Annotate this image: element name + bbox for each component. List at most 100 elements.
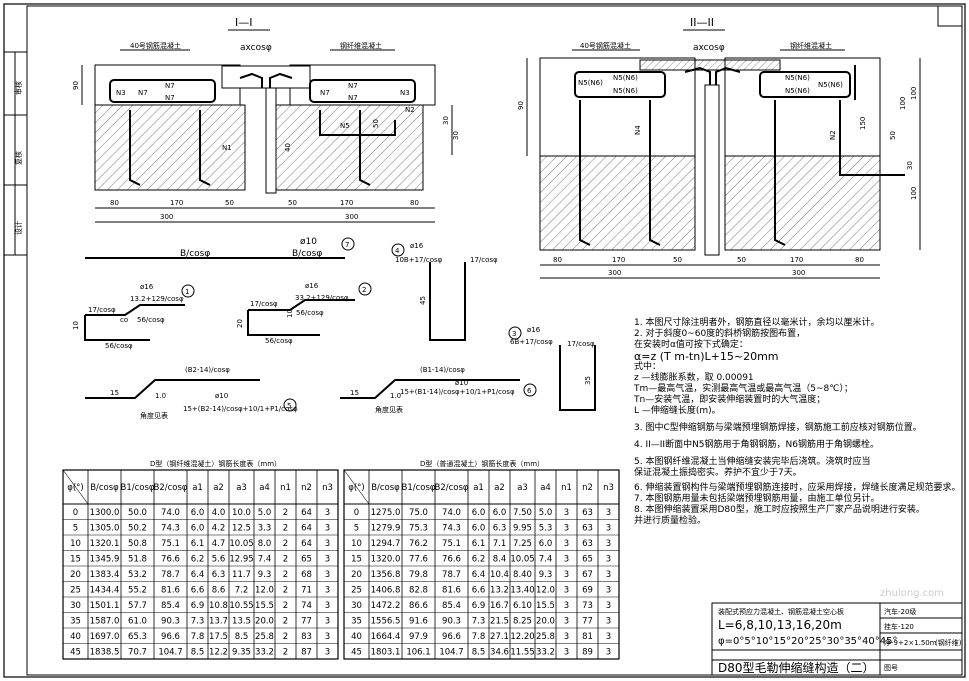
rebar-n1-dia: ø16 (140, 283, 154, 291)
table-cell: 13.2 (490, 585, 509, 595)
table-cell: 1345.9 (90, 554, 120, 564)
table-cell: 7.50 (513, 508, 532, 518)
rebar-label: N4 (634, 125, 642, 135)
table-cell: 3 (606, 523, 611, 533)
table-header-cell: a3 (517, 483, 528, 493)
table-cell: 81.6 (161, 585, 180, 595)
title-load2: 挂车-120 (884, 622, 914, 631)
table-cell: 8.25 (513, 616, 532, 626)
table-cell: 6.0 (472, 523, 486, 533)
table-cell: 1501.1 (90, 601, 120, 611)
table-header-cell: B2/cosφ (153, 483, 187, 493)
note-line: L —伸缩缝长度(m)。 (634, 406, 721, 416)
table-header-cell: B1/cosφ (120, 483, 154, 493)
table-cell: 74.0 (442, 508, 461, 518)
table-cell: 1556.5 (371, 616, 401, 626)
table-cell: 75.1 (161, 539, 180, 549)
table-cell: 75.3 (409, 523, 428, 533)
table-cell: 6.0 (472, 508, 486, 518)
table-cell: 6.9 (191, 601, 205, 611)
dim-label: 50 (372, 119, 380, 128)
table-cell: 1697.0 (90, 632, 120, 642)
table-cell: 6.9 (472, 601, 486, 611)
table-cell: 87 (301, 647, 312, 657)
rebar-n1-top: 13.2+129/cosφ (130, 295, 184, 303)
table-cell: 10.05 (510, 554, 534, 564)
table-cell: 2 (283, 539, 288, 549)
table-cell: 1803.1 (371, 647, 401, 657)
table-cell: 10.05 (229, 539, 253, 549)
table-cell: 12.95 (229, 554, 253, 564)
title-line1: 装配式预应力混凝土、钢筋混凝土空心板 (718, 607, 844, 616)
table-cell: 27.1 (490, 632, 509, 642)
table-right: φ(°)051015202530354045B/cosφ1275.01279.9… (343, 469, 620, 660)
table-cell: 13.5 (232, 616, 251, 626)
table-cell: 10 (70, 539, 81, 549)
table-cell: 7.8 (191, 632, 205, 642)
table-cell: 15.5 (255, 601, 274, 611)
table-cell: 1294.7 (371, 539, 401, 549)
table-cell: 78.7 (161, 570, 180, 580)
note-line: 在安装时α值可按下式确定： (634, 340, 748, 350)
table-cell: 1279.9 (371, 523, 401, 533)
rebar-label: N7 (348, 94, 358, 102)
table-cell: 3 (606, 554, 611, 564)
table-cell: 3 (325, 539, 330, 549)
rebar-n1-bot: 56/cosφ (105, 342, 133, 350)
table-cell: 74.0 (161, 508, 180, 518)
table-cell: 2 (283, 570, 288, 580)
drawing-title: D80型毛勒伸缩缝构造（二） (718, 660, 875, 675)
dim-label: 80 (855, 256, 864, 264)
table-cell: 2 (283, 647, 288, 657)
table-cell: 6.1 (191, 539, 205, 549)
table-cell: 1320.0 (371, 554, 401, 564)
rebar-n3-shape (559, 345, 596, 411)
section-i-right-hatch (272, 104, 424, 191)
table-cell: 76.6 (442, 554, 461, 564)
table-cell: 8.4 (493, 554, 507, 564)
rebar-n7-label: B/cosφ (180, 249, 210, 259)
table-cell: 6.3 (212, 570, 226, 580)
rebar-label: N7 (348, 82, 358, 90)
title-width-note: (钢纤维) (935, 638, 962, 647)
table-cell: 9.95 (513, 523, 532, 533)
rebar-label: N5(N6) (785, 87, 810, 95)
rebar-n6-shape (340, 379, 520, 399)
table-cell: 6.6 (191, 585, 205, 595)
table-cell: 3 (564, 508, 569, 518)
note-line: z —线膨胀系数，取 0.00091 (634, 373, 754, 383)
dim-label: 170 (170, 199, 183, 207)
table-cell: 17.5 (209, 632, 228, 642)
table-cell: 75.1 (442, 539, 461, 549)
table-cell: 8.5 (191, 647, 205, 657)
dim-total: 300 (345, 213, 358, 221)
table-header-cell: a4 (259, 483, 270, 493)
table-cell: 6.0 (191, 508, 205, 518)
table-cell: 25.8 (536, 632, 555, 642)
table-cell: 3 (564, 616, 569, 626)
table-cell: 3 (564, 554, 569, 564)
rebar-n4-right: 17/cosφ (470, 256, 498, 264)
table-header-cell: φ(°) (348, 483, 365, 493)
dim-total: 300 (792, 269, 805, 277)
table-cell: 20.0 (255, 616, 274, 626)
rebar-label: N2 (829, 130, 837, 140)
table-cell: 1356.8 (371, 570, 401, 580)
table-cell: 1664.4 (371, 632, 401, 642)
rebar-n3-top: 6B+17/cosφ (510, 338, 553, 346)
section-i-rebar-box-right (309, 79, 416, 103)
table-cell: 21.5 (490, 616, 509, 626)
table-cell: 3.3 (258, 523, 272, 533)
table-cell: 3 (564, 601, 569, 611)
table-cell: 63 (582, 508, 593, 518)
title-load1: 汽车-20级 (884, 607, 916, 616)
rebar-n1-mid: 56/cosφ (137, 316, 165, 324)
dim-label: 50 (889, 131, 897, 140)
note-line: 5. 本图钢纤维混凝土当伸缩缝安装完毕后浇筑。浇筑时应当 (634, 457, 871, 467)
table-cell: 75.0 (409, 508, 428, 518)
rebar-label: N5(N6) (818, 81, 843, 89)
table-cell: 3 (564, 539, 569, 549)
table-cell: 3 (325, 585, 330, 595)
table-cell: 11.55 (510, 647, 534, 657)
table-cell: 81.6 (442, 585, 461, 595)
